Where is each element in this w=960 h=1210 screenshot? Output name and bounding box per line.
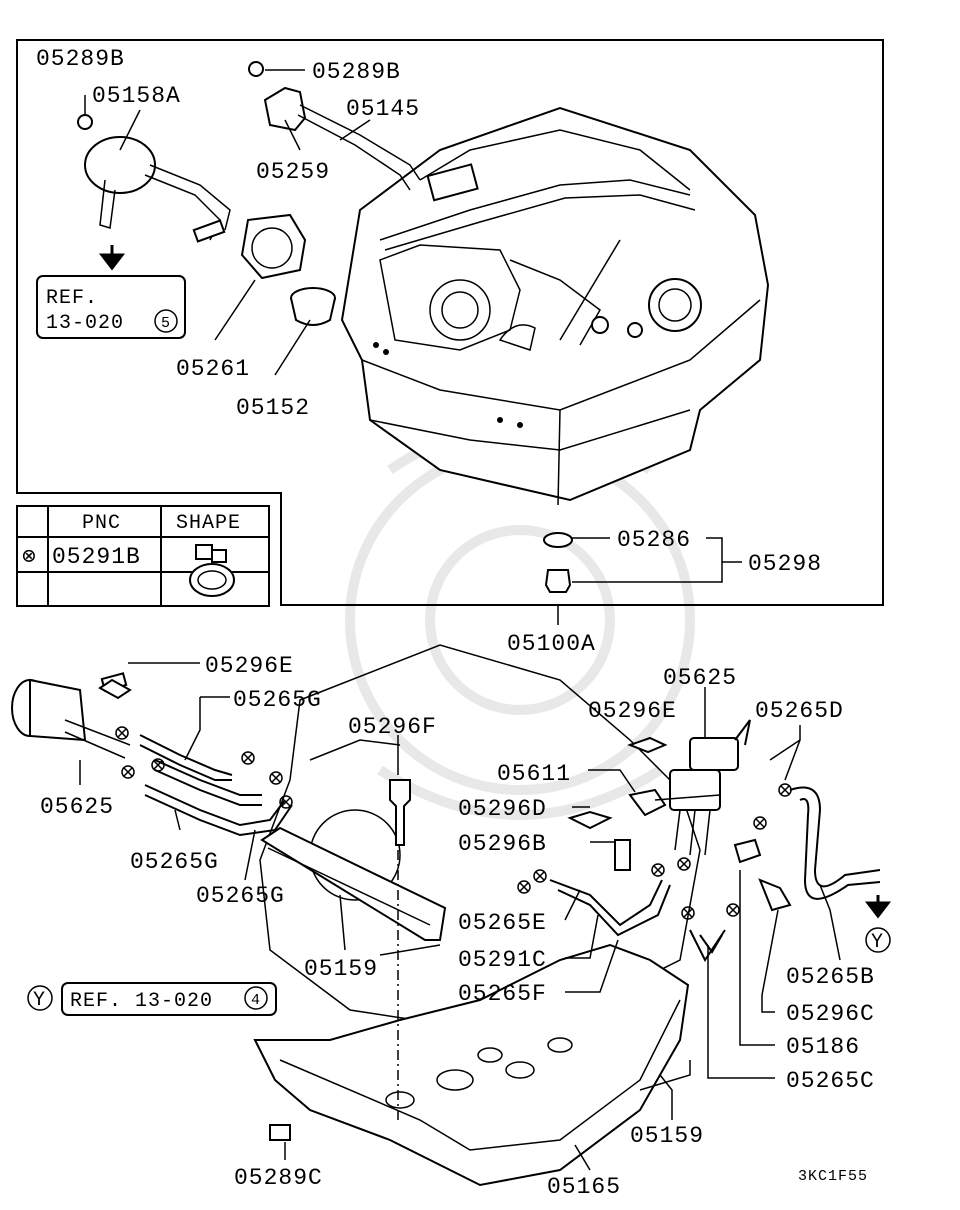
part-label-05296E-right: 05296E bbox=[588, 698, 677, 724]
ref-box-top bbox=[36, 275, 186, 339]
ref-bottom-y-circle bbox=[27, 985, 53, 1011]
part-label-05265G-low: 05265G bbox=[196, 883, 285, 909]
diagram-code: 3KC1F55 bbox=[798, 1168, 868, 1185]
skid-plate bbox=[253, 943, 690, 1187]
part-label-05291C: 05291C bbox=[458, 947, 547, 973]
part-label-05165: 05165 bbox=[547, 1174, 621, 1200]
screw-05296C bbox=[758, 878, 792, 912]
arrow-down-to-ref bbox=[98, 245, 126, 271]
part-label-05259: 05259 bbox=[256, 159, 330, 185]
part-label-05261: 05261 bbox=[176, 356, 250, 382]
part-label-05145: 05145 bbox=[346, 96, 420, 122]
ref-bottom-y-text: Y bbox=[33, 989, 46, 1012]
part-label-05265C: 05265C bbox=[786, 1068, 875, 1094]
part-label-05265F: 05265F bbox=[458, 981, 547, 1007]
legend-table bbox=[16, 505, 270, 607]
screw-05296D bbox=[567, 810, 613, 830]
leader-lines-lower bbox=[79, 662, 841, 1171]
hoses-left bbox=[139, 734, 293, 837]
part-label-05289C: 05289C bbox=[234, 1165, 323, 1191]
part-label-05625-right: 05625 bbox=[663, 665, 737, 691]
part-label-05265D: 05265D bbox=[755, 698, 844, 724]
legend-header-shape: SHAPE bbox=[176, 512, 241, 535]
screw-05296E-left bbox=[98, 678, 132, 700]
y-marker-circle bbox=[865, 927, 891, 953]
part-label-05296D: 05296D bbox=[458, 796, 547, 822]
part-label-05265G-top: 05265G bbox=[233, 687, 322, 713]
hoses-right bbox=[549, 786, 881, 962]
gauge-unit bbox=[248, 61, 421, 191]
part-label-05152: 05152 bbox=[236, 395, 310, 421]
part-label-05158A: 05158A bbox=[92, 83, 181, 109]
part-label-05186: 05186 bbox=[786, 1034, 860, 1060]
screw-05296F bbox=[389, 779, 411, 846]
part-label-05265B: 05265B bbox=[786, 964, 875, 990]
part-label-05265G-mid: 05265G bbox=[130, 849, 219, 875]
fuel-tank-upper bbox=[340, 106, 770, 506]
ref-top-circle bbox=[154, 309, 178, 333]
canister-left bbox=[11, 672, 131, 759]
part-label-05159-left: 05159 bbox=[304, 956, 378, 982]
washer bbox=[543, 532, 573, 548]
part-label-05296E-left: 05296E bbox=[205, 653, 294, 679]
part-label-05265E: 05265E bbox=[458, 910, 547, 936]
fuel-sender-unit bbox=[77, 114, 231, 243]
bracket-05159 bbox=[260, 826, 447, 941]
legend-header-pnc: PNC bbox=[82, 512, 121, 535]
part-label-05611: 05611 bbox=[497, 761, 571, 787]
hose-clamp-shape-icon bbox=[189, 544, 235, 597]
part-label-05159-right: 05159 bbox=[630, 1123, 704, 1149]
part-label-05286: 05286 bbox=[617, 527, 691, 553]
part-label-05625-left: 05625 bbox=[40, 794, 114, 820]
ref-top-circled-number: 5 bbox=[161, 315, 171, 332]
part-label-05100A: 05100A bbox=[507, 631, 596, 657]
ref-bottom-circled-number: 4 bbox=[251, 992, 261, 1009]
part-label-05296F: 05296F bbox=[348, 714, 437, 740]
part-label-05296C: 05296C bbox=[786, 1001, 875, 1027]
drain-plug bbox=[544, 569, 572, 593]
screw-05296B bbox=[614, 839, 631, 871]
legend-symbol-x-circle: ⊗ bbox=[22, 544, 37, 570]
ref-bottom-circle bbox=[244, 986, 268, 1010]
y-marker-text: Y bbox=[871, 931, 884, 954]
ref-box-bottom bbox=[61, 982, 277, 1016]
ref-bottom-text: REF. 13-020 bbox=[70, 990, 213, 1013]
part-label-05296B: 05296B bbox=[458, 831, 547, 857]
clip-05289C bbox=[269, 1124, 291, 1141]
leader-lines-upper bbox=[84, 69, 742, 625]
purge-valve-group bbox=[628, 719, 762, 864]
arrow-down-to-y bbox=[864, 895, 892, 919]
ref-top-line1: REF. bbox=[46, 287, 98, 310]
upper-frame bbox=[16, 39, 884, 606]
legend-pnc-value: 05291B bbox=[52, 544, 141, 570]
screw-05296E-right bbox=[627, 736, 668, 754]
ref-top-line2: 13-020 bbox=[46, 312, 124, 335]
fuel-cap bbox=[290, 287, 336, 326]
part-label-05298: 05298 bbox=[748, 551, 822, 577]
part-label-05289B-left: 05289B bbox=[36, 46, 125, 72]
part-label-05289B-right: 05289B bbox=[312, 59, 401, 85]
clamp-markers bbox=[115, 726, 792, 920]
gasket bbox=[240, 213, 307, 280]
